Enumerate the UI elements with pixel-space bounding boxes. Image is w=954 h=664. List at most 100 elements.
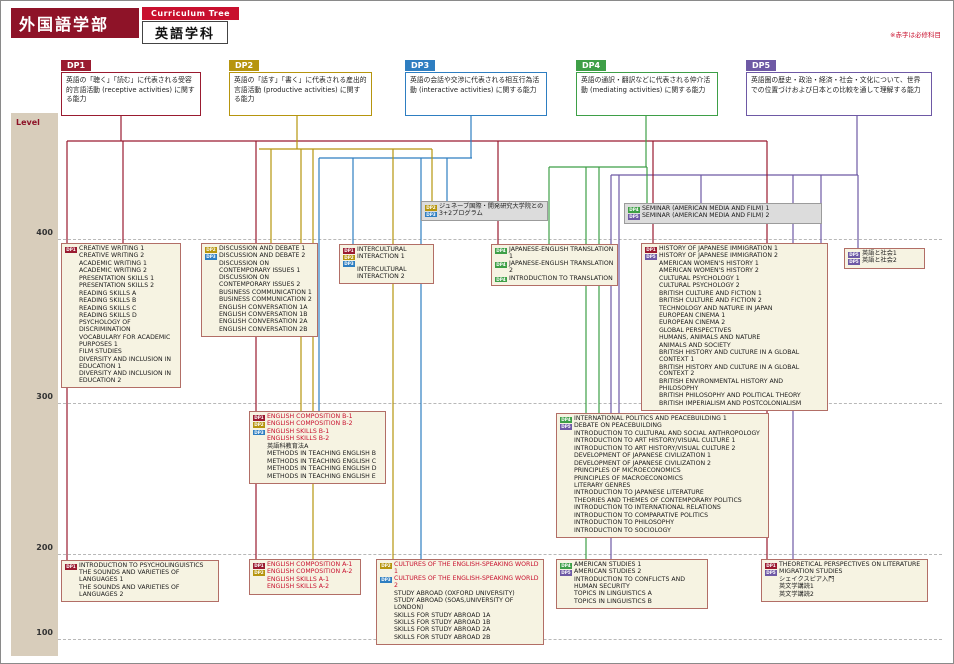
dp-tag-gutter: DP1 xyxy=(765,562,779,569)
course-name: DIVERSITY AND INCLUSION IN EDUCATION 2 xyxy=(79,369,172,384)
course-name: INTRODUCTION TO COMPARATIVE POLITICS xyxy=(574,511,709,519)
course-item: INTRODUCTION TO ART HISTORY/VISUAL CULTU… xyxy=(560,444,765,453)
course-name: BUSINESS COMMUNICATION 1 xyxy=(219,288,312,296)
dp-tag-dp5-icon: DP5 xyxy=(848,252,860,258)
dp-tag-gutter xyxy=(65,335,79,336)
dp-tag-gutter xyxy=(253,444,267,445)
dp-tag-gutter xyxy=(380,620,394,621)
course-name: 英文学講読2 xyxy=(779,590,814,598)
dp-description: 英語の「聴く」「読む」に代表される受容的言語活動 (receptive acti… xyxy=(61,72,201,116)
level-tick: 300 xyxy=(36,392,53,401)
dp-tag-gutter xyxy=(765,584,779,585)
dp-tag-gutter xyxy=(65,371,79,372)
required-courses-note: ※赤字は必修科目 xyxy=(890,31,941,39)
course-name: シェイクスピア入門 xyxy=(779,575,835,583)
dp-tag-gutter xyxy=(560,446,574,447)
course-item: TOPICS IN LINGUISTICS B xyxy=(560,598,704,606)
dp-tag-gutter xyxy=(65,357,79,358)
course-item: DIVERSITY AND INCLUSION IN EDUCATION 2 xyxy=(65,369,177,385)
dp-tag-gutter xyxy=(645,276,659,277)
dp-tag-gutter xyxy=(645,393,659,394)
dp-tag-gutter xyxy=(65,313,79,314)
course-name: STUDY ABROAD (OXFORD UNIVERSITY) xyxy=(394,589,515,597)
level-gridline xyxy=(58,403,942,404)
dp-tag-dp2-icon: DP2 xyxy=(253,422,265,428)
course-item: ACADEMIC WRITING 2 xyxy=(65,267,177,275)
course-name: MIGRATION STUDIES xyxy=(779,568,843,576)
dp-tag-gutter: DP4 xyxy=(628,206,642,213)
course-item: INTRODUCTION TO CONFLICTS AND HUMAN SECU… xyxy=(560,576,704,591)
dp-tag-gutter xyxy=(65,570,79,571)
dp-tag-gutter xyxy=(65,585,79,586)
dp-tag-dp5-icon: DP5 xyxy=(560,424,572,430)
course-name: INTERNATIONAL POLITICS AND PEACEBUILDING… xyxy=(574,415,727,422)
dp-tag-dp4-icon: DP4 xyxy=(560,563,572,569)
dp-tag-gutter: DP4 xyxy=(495,276,509,283)
dp-tag-dp1-icon: DP1 xyxy=(343,248,355,254)
level-gridline xyxy=(58,554,942,555)
dp-tag-gutter xyxy=(253,451,267,452)
course-name: BRITISH CULTURE AND FICTION 2 xyxy=(659,297,762,305)
dp-tag-gutter xyxy=(253,459,267,460)
course-name: DISCUSSION ON CONTEMPORARY ISSUES 2 xyxy=(219,274,301,289)
dp-tag-gutter xyxy=(560,520,574,521)
dp-tag-gutter: DP2 xyxy=(380,562,394,569)
course-name: SEMINAR (AMERICAN MEDIA AND FILM) 1 xyxy=(642,205,770,212)
course-name: BRITISH HISTORY AND CULTURE IN A GLOBAL … xyxy=(659,363,800,378)
dp-tag-gutter: DP4 xyxy=(560,562,574,569)
dp-tag-gutter xyxy=(560,476,574,477)
dp-label: DP2 xyxy=(229,60,260,71)
curriculum-tree-banner: Curriculum Tree xyxy=(142,7,240,20)
course-name: INTRODUCTION TO ART HISTORY/VISUAL CULTU… xyxy=(574,444,736,452)
dp-tag-gutter xyxy=(645,343,659,344)
dp-tag-dp3-icon: DP3 xyxy=(380,577,392,583)
dp-tag-gutter xyxy=(560,468,574,469)
course-name: CULTURAL PSYCHOLOGY 2 xyxy=(659,282,740,290)
course-item: TECHNOLOGY AND NATURE IN JAPAN xyxy=(645,305,824,313)
course-item: BRITISH HISTORY AND CULTURE IN A GLOBAL … xyxy=(645,349,824,364)
dp-tag-gutter xyxy=(65,291,79,292)
course-item: BRITISH IMPERIALISM AND POSTCOLONIALISM xyxy=(645,400,824,408)
dp-tag-gutter xyxy=(645,350,659,351)
dp-tag-dp4-icon: DP4 xyxy=(495,248,507,254)
course-item: HUMANS, ANIMALS AND NATURE xyxy=(645,334,824,342)
course-name: READING SKILLS A xyxy=(79,289,137,297)
dp-tag-gutter xyxy=(560,528,574,529)
dp-tag-dp1-icon: DP1 xyxy=(253,563,265,569)
course-name: ENGLISH SKILLS B-1 xyxy=(267,427,330,435)
dp-tag-dp3-icon: DP3 xyxy=(205,254,217,260)
course-name: READING SKILLS C xyxy=(79,304,137,312)
course-item: DEVELOPMENT OF JAPANESE CIVILIZATION 1 xyxy=(560,452,765,460)
dp-tag-gutter: DP3 xyxy=(380,576,394,583)
course-item: READING SKILLS B xyxy=(65,297,177,305)
dp-tag-gutter xyxy=(65,320,79,321)
course-item: TOPICS IN LINGUISTICS A xyxy=(560,590,704,598)
course-item: INTRODUCTION TO SOCIOLOGY xyxy=(560,527,765,535)
course-name: BRITISH PHILOSOPHY AND POLITICAL THEORY xyxy=(659,392,801,400)
dp-tag-gutter xyxy=(560,591,574,592)
course-name: ENGLISH SKILLS A-1 xyxy=(267,575,330,583)
dp-tag-gutter: DP5 xyxy=(560,569,574,576)
course-name: DISCUSSION AND DEBATE 2 xyxy=(219,252,306,260)
course-name: CULTURES OF THE ENGLISH-SPEAKING WORLD 1 xyxy=(394,561,539,575)
dp-tag-gutter xyxy=(65,349,79,350)
dp-tag-gutter xyxy=(65,253,79,254)
course-name: SKILLS FOR STUDY ABROAD 1A xyxy=(394,611,491,619)
course-name: INTRODUCTION TO ART HISTORY/VISUAL CULTU… xyxy=(574,437,736,445)
dp-tag-dp1-icon: DP1 xyxy=(765,563,777,569)
dp-label: DP1 xyxy=(61,60,92,71)
course-item: SKILLS FOR STUDY ABROAD 2A xyxy=(380,626,540,634)
